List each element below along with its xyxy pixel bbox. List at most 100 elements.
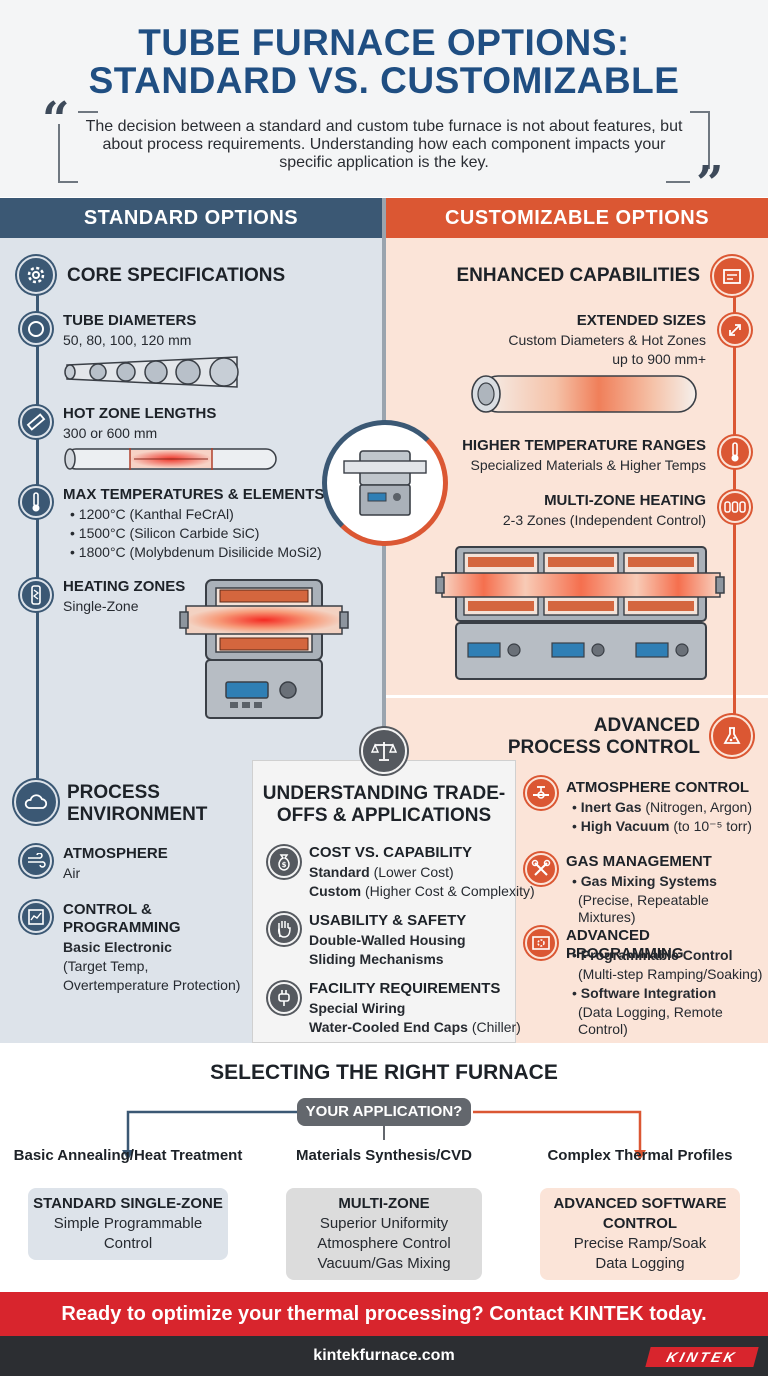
thermometer-icon: [20, 486, 52, 518]
control-detail-1: (Target Temp,: [63, 958, 149, 974]
quote-bracket-line: [708, 111, 710, 169]
control-panel-icon: [712, 256, 752, 296]
furnace-icon: [322, 420, 448, 546]
route-complex-profiles: Complex Thermal Profiles: [547, 1147, 733, 1164]
wind-icon: [20, 845, 52, 877]
higher-temperature-text: Specialized Materials & Higher Temps: [470, 457, 706, 473]
high-vacuum-label: High Vacuum: [580, 818, 670, 834]
water-cooled-label: Water-Cooled End Caps: [309, 1019, 468, 1035]
advanced-programming-item: • Programmable Control: [572, 947, 733, 963]
title-line-1: TUBE FURNACE OPTIONS:: [138, 22, 630, 63]
extended-sizes-text-1: Custom Diameters & Hot Zones: [508, 332, 706, 348]
max-temp-item-text: 1500°C (Silicon Carbide SiC): [78, 525, 260, 541]
basic-electronic-label: Basic Electronic: [63, 939, 172, 955]
heating-zones-text: Single-Zone: [63, 598, 139, 614]
center-divider: [382, 198, 386, 1043]
multi-zone-furnace-illustration: [435, 546, 725, 680]
quote-bracket-line: [58, 124, 60, 182]
usability-item-1: Double-Walled Housing: [309, 932, 466, 948]
extended-sizes-text-2: up to 900 mm+: [612, 351, 706, 367]
gear-icon: [17, 256, 55, 294]
cost-item: Standard (Lower Cost): [309, 864, 454, 881]
footer: [0, 1336, 768, 1376]
gas-management-detail: (Precise, Repeatable Mixtures): [578, 892, 709, 925]
atmosphere-text: Air: [63, 865, 81, 881]
tradeoffs-heading: UNDERSTANDING TRADE- OFFS & APPLICATIONS: [252, 783, 516, 827]
box-line: Control: [103, 1235, 153, 1252]
gas-management-item: • Gas Mixing Systems: [572, 873, 717, 889]
atmosphere-control-heading: ATMOSPHERE CONTROL: [566, 779, 750, 796]
tube-diameters-illustration: [64, 356, 239, 388]
quote-bracket-line: [78, 111, 98, 113]
water-cooled-detail: (Chiller): [467, 1019, 521, 1035]
arrows-diagonal-icon: [719, 314, 751, 346]
standard-cost-detail: (Lower Cost): [369, 864, 454, 880]
facility-requirements-heading: FACILITY REQUIREMENTS: [309, 980, 501, 997]
standard-timeline: [36, 295, 39, 780]
svg-text:$: $: [282, 861, 287, 869]
extended-sizes-heading: EXTENDED SIZES: [576, 312, 706, 329]
advanced-software-box: ADVANCED SOFTWARE CONTROL Precise Ramp/S…: [540, 1188, 740, 1280]
hot-zone-lengths-heading: HOT ZONE LENGTHS: [63, 405, 217, 422]
center-connector: [383, 1126, 385, 1140]
advanced-programming-heading: ADVANCED PROGRAMMING: [566, 927, 684, 962]
intro-quote: The decision between a standard and cust…: [85, 118, 683, 171]
gas-management-heading: GAS MANAGEMENT: [566, 853, 712, 870]
money-bag-icon: $: [268, 846, 300, 878]
circle-icon: [20, 313, 52, 345]
customizable-options-band: CUSTOMIZABLE OPTIONS: [386, 198, 768, 238]
control-title-line-2: PROGRAMMING: [63, 919, 181, 936]
atmosphere-control-item: • High Vacuum (to 10⁻⁵ torr): [572, 818, 752, 834]
custom-cost-detail: (Higher Cost & Complexity): [361, 883, 535, 899]
quote-bracket-line: [666, 181, 690, 183]
multi-zone-box: MULTI-ZONE Superior Uniformity Atmospher…: [286, 1188, 482, 1280]
title-line-2: STANDARD VS. CUSTOMIZABLE: [88, 60, 680, 101]
max-temp-item: • 1800°C (Molybdenum Disilicide MoSi2): [70, 544, 322, 560]
ruler-icon: [20, 406, 52, 438]
quote-bracket-line: [58, 181, 78, 183]
multi-zone-icon: [719, 491, 751, 523]
website-link[interactable]: kintekfurnace.com: [313, 1347, 455, 1364]
page-title: TUBE FURNACE OPTIONS: STANDARD VS. CUSTO…: [0, 24, 768, 100]
cta-banner[interactable]: Ready to optimize your thermal processin…: [0, 1292, 768, 1336]
tradeoffs-title-line-1: UNDERSTANDING TRADE-: [262, 783, 506, 804]
multi-zone-heading: MULTI-ZONE HEATING: [544, 492, 706, 509]
standard-options-band: STANDARD OPTIONS: [0, 198, 382, 238]
open-quote-icon: “: [42, 92, 70, 148]
extended-tube-illustration: [471, 375, 697, 413]
advanced-title-line-2: PROCESS CONTROL: [507, 737, 700, 758]
programmable-control-detail: (Multi-step Ramping/Soaking): [578, 966, 763, 982]
box-title: MULTI-ZONE: [338, 1195, 430, 1212]
usability-item-2: Sliding Mechanisms: [309, 951, 444, 967]
standard-single-zone-box: STANDARD SINGLE-ZONE Simple Programmable…: [28, 1188, 228, 1260]
box-line: Data Logging: [595, 1255, 685, 1272]
hot-zone-illustration: [64, 448, 277, 470]
valve-icon: [525, 777, 557, 809]
advanced-programming-item: • Software Integration: [572, 985, 717, 1001]
cost-item: Custom (Higher Cost & Complexity): [309, 883, 535, 900]
panel-separator: [386, 695, 768, 698]
hand-icon: [268, 913, 300, 945]
custom-cost-label: Custom: [309, 883, 362, 899]
box-line: Simple Programmable: [53, 1215, 203, 1232]
atmosphere-heading: ATMOSPHERE: [63, 845, 168, 862]
selecting-heading: SELECTING THE RIGHT FURNACE: [210, 1061, 558, 1084]
heating-zones-heading: HEATING ZONES: [63, 578, 186, 595]
max-temp-item: • 1200°C (Kanthal FeCrAl): [70, 506, 234, 522]
scale-icon: [361, 728, 407, 774]
advanced-process-control-heading: ADVANCED PROCESS CONTROL: [440, 715, 700, 759]
software-integration-detail: (Data Logging, Remote Control): [578, 1004, 723, 1037]
high-vacuum-detail: (to 10⁻⁵ torr): [669, 818, 752, 834]
software-gear-icon: [525, 927, 557, 959]
enhanced-capabilities-heading: ENHANCED CAPABILITIES: [456, 265, 701, 286]
tube-diameters-heading: TUBE DIAMETERS: [63, 312, 197, 329]
core-specifications-heading: CORE SPECIFICATIONS: [67, 265, 286, 286]
box-title: STANDARD SINGLE-ZONE: [33, 1195, 223, 1212]
control-programming-heading: CONTROL & PROGRAMMING: [63, 901, 181, 937]
tradeoffs-title-line-2: OFFS & APPLICATIONS: [276, 805, 492, 826]
box-line: Atmosphere Control: [317, 1235, 451, 1252]
env-title-line-1: PROCESS: [67, 782, 160, 803]
plug-icon: [268, 982, 300, 1014]
max-temp-item-text: 1800°C (Molybdenum Disilicide MoSi2): [78, 544, 322, 560]
decision-connectors: [122, 1110, 646, 1160]
